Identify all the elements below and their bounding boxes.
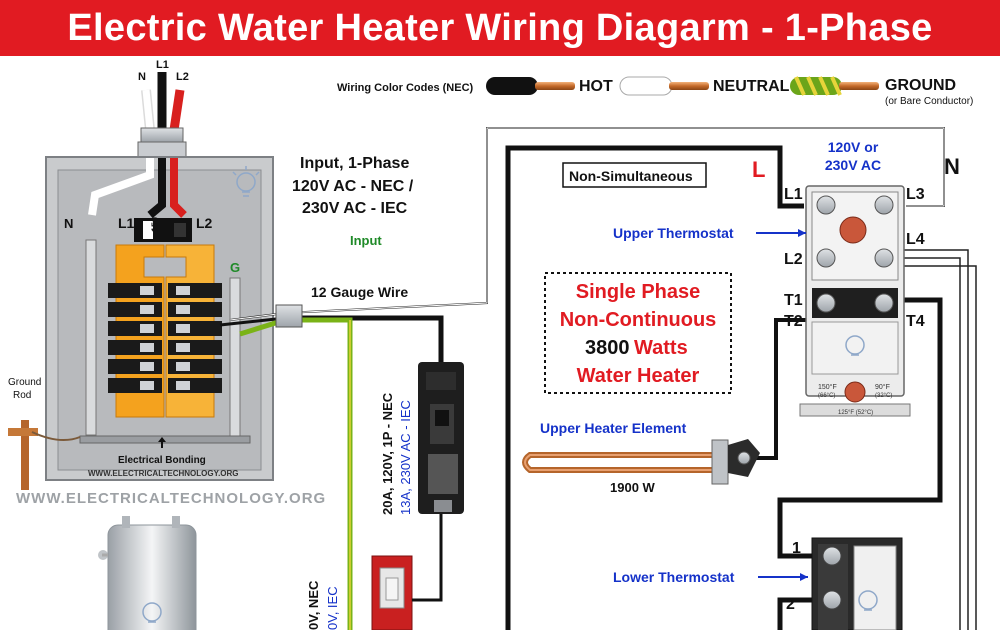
info-watts-number: 3800: [585, 337, 630, 359]
title-bar: Electric Water Heater Wiring Diagarm - 1…: [0, 0, 1000, 56]
main-breaker-rating: 150: [150, 217, 160, 232]
feeder-wires: 12 Gauge Wire: [219, 127, 945, 630]
supply-l2-label: L2: [176, 71, 189, 83]
circuit-breaker-20a: 20A, 120V, 1P - NEC 13A, 230V AC - IEC: [380, 362, 464, 515]
input-line-2: 120V AC - NEC /: [292, 178, 414, 195]
legend-label: Wiring Color Codes (NEC): [337, 82, 474, 94]
input-line-3: 230V AC - IEC: [302, 200, 408, 217]
heater-wiring: L N: [505, 145, 977, 630]
upper-thermostat: 150°F (66°C) 90°F (32°C) 125°F (52°C): [799, 185, 911, 417]
supply-wires: N L1 L2: [137, 59, 189, 159]
lower-thermostat: [811, 537, 903, 630]
panel-n-label: N: [64, 216, 73, 231]
mode-label: Non-Simultaneous: [569, 168, 693, 184]
page-title: Electric Water Heater Wiring Diagarm - 1…: [67, 6, 933, 49]
breaker-rating-nec: 20A, 120V, 1P - NEC: [380, 392, 395, 515]
supply-l1-label: L1: [156, 59, 169, 71]
input-line-1: Input, 1-Phase: [300, 155, 409, 172]
upper-element-watts: 1900 W: [610, 480, 656, 495]
panel-l1-label: L1: [118, 215, 135, 231]
upper-element-label: Upper Heater Element: [540, 420, 687, 436]
terminal-t2: T2: [784, 313, 803, 330]
terminal-t1: T1: [784, 292, 803, 309]
water-heater-tank-icon: [98, 516, 197, 630]
lower-terminal-2: 2: [786, 596, 795, 613]
temp-150-c: (66°C): [818, 393, 835, 399]
input-spec: Input, 1-Phase 120V AC - NEC / 230V AC -…: [292, 155, 414, 248]
ground-wire-swatch: [790, 76, 879, 96]
mode-box: Non-Simultaneous: [562, 162, 707, 188]
line-n-label: N: [944, 154, 960, 179]
temp-125: 125°F (52°C): [838, 410, 873, 416]
info-line-2: Non-Continuous: [560, 309, 717, 331]
info-line-4: Water Heater: [577, 365, 700, 387]
heater-info-box: Single Phase Non-Continuous 3800 Watts W…: [544, 272, 732, 394]
disconnect-switch: [371, 514, 443, 630]
ground-rod-label-1: Ground: [8, 377, 41, 388]
legend-hot: HOT: [579, 78, 613, 95]
hot-wire-swatch: [486, 77, 575, 95]
panel-g-label: G: [230, 260, 240, 275]
upper-thermostat-label: Upper Thermostat: [613, 225, 734, 241]
legend-ground: GROUND: [885, 77, 956, 94]
lower-thermostat-label: Lower Thermostat: [613, 569, 735, 585]
bottom-voltage-iec: 0V, IEC: [325, 586, 340, 630]
bottom-voltage-nec: 0V, NEC: [306, 580, 321, 630]
supply-n-label: N: [138, 71, 146, 83]
temp-150: 150°F: [818, 383, 837, 391]
lower-terminal-1: 1: [792, 540, 801, 557]
legend-neutral: NEUTRAL: [713, 78, 790, 95]
legend-ground-note: (or Bare Conductor): [885, 96, 973, 107]
terminal-l4: L4: [906, 231, 925, 248]
ground-rod: Ground Rod: [8, 377, 81, 490]
terminal-l3: L3: [906, 186, 925, 203]
info-line-1: Single Phase: [576, 281, 701, 303]
temp-90-c: (32°C): [875, 393, 892, 399]
wire-color-legend: Wiring Color Codes (NEC) HOT NEUTRAL GRO…: [337, 76, 973, 107]
temp-90: 90°F: [875, 383, 890, 391]
breaker-rating-iec: 13A, 230V AC - IEC: [398, 400, 413, 515]
terminal-l1: L1: [784, 186, 803, 203]
terminal-l2: L2: [784, 251, 803, 268]
lamp-icon: [232, 166, 260, 197]
wiring-diagram: Wiring Color Codes (NEC) HOT NEUTRAL GRO…: [8, 59, 977, 630]
voltage-line-2: 230V AC: [825, 157, 881, 173]
input-label: Input: [350, 233, 382, 248]
info-watts-word: Watts: [634, 337, 688, 359]
site-watermark: WWW.ELECTRICALTECHNOLOGY.ORG: [16, 490, 326, 507]
electrical-bonding-label: Electrical Bonding: [118, 455, 206, 466]
neutral-wire-swatch: [619, 76, 709, 96]
ground-rod-label-2: Rod: [13, 390, 31, 401]
panel-l2-label: L2: [196, 215, 213, 231]
upper-heater-element: Upper Heater Element 1900 W: [522, 420, 760, 495]
panel-site-text: WWW.ELECTRICALTECHNOLOGY.ORG: [88, 469, 239, 478]
terminal-t4: T4: [906, 313, 925, 330]
voltage-line-1: 120V or: [828, 139, 879, 155]
gauge-label: 12 Gauge Wire: [311, 284, 408, 300]
line-l-label: L: [752, 157, 765, 182]
